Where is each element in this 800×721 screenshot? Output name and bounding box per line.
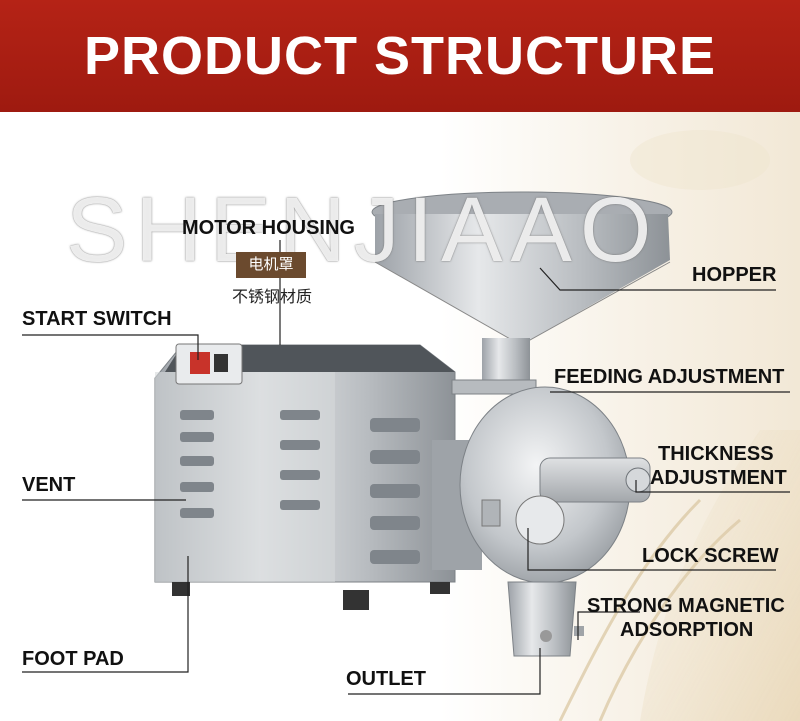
page-title: PRODUCT STRUCTURE [84,26,716,86]
label-start-switch: START SWITCH [22,308,172,330]
header-banner [0,0,800,112]
label-motor-housing-cn: 电机罩 [236,252,306,278]
label-feeding-adjustment: FEEDING ADJUSTMENT [554,366,785,388]
label-vent: VENT [22,474,76,496]
wheat-background [558,130,800,721]
label-lock-screw: LOCK SCREW [642,545,779,567]
hopper-shape [371,191,673,395]
label-hopper: HOPPER [692,264,777,286]
label-adjustment: ADJUSTMENT [650,467,787,489]
label-thickness: THICKNESS [658,443,774,465]
label-motor-housing-material: 不锈钢材质 [232,289,313,306]
label-motor-housing: MOTOR HOUSING [182,217,355,239]
label-outlet: OUTLET [346,668,426,690]
label-strong-magnetic: STRONG MAGNETIC [587,595,785,617]
brand-watermark: SHENJIAAO [66,179,660,281]
grinding-chamber [432,386,651,657]
label-foot-pad: FOOT PAD [22,648,124,670]
leader-lines [22,240,790,695]
motor-housing-body [154,343,456,610]
label-adsorption: ADSORPTION [620,619,754,641]
